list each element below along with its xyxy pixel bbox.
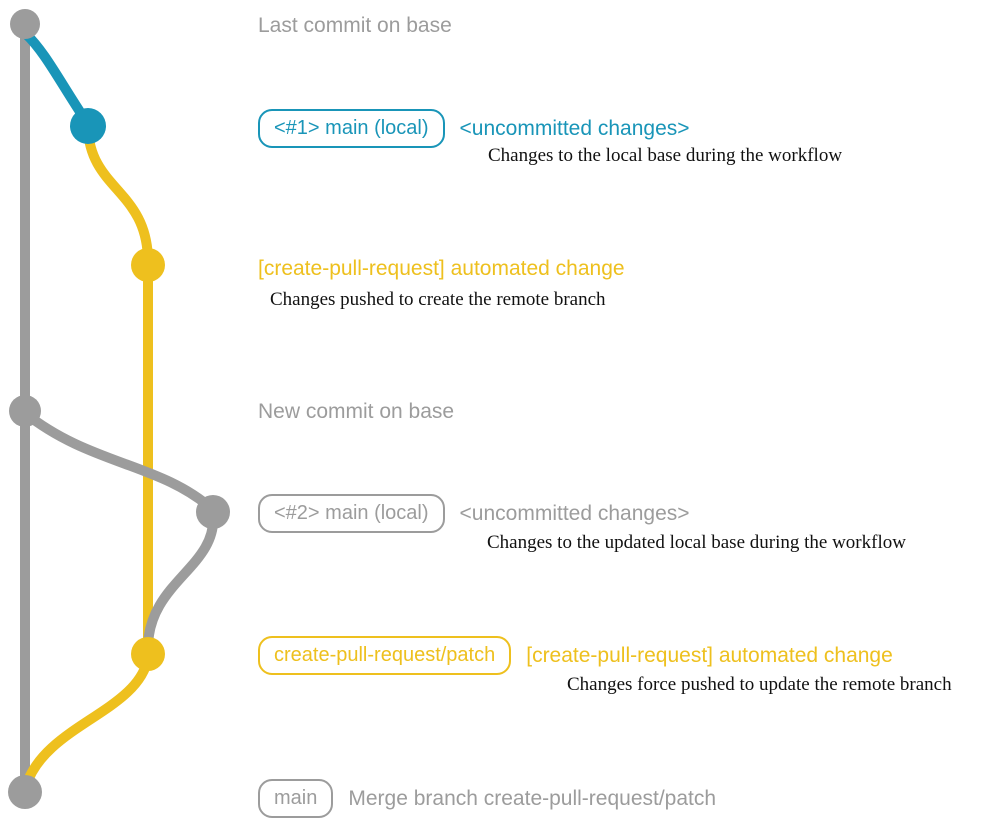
merge-commit-label: Merge branch create-pull-request/patch <box>348 787 717 810</box>
automated-change-1-label: [create-pull-request] automated change <box>258 257 625 280</box>
commit2-note: Changes to the updated local base during… <box>487 532 906 553</box>
automated-change-1-note: Changes pushed to create the remote bran… <box>270 289 606 310</box>
commit1-note: Changes to the local base during the wor… <box>488 145 843 166</box>
main-local-2-down-curve <box>143 509 219 653</box>
commit-dot-main-local-1 <box>70 108 106 144</box>
patch-branch-badge: create-pull-request/patch <box>258 636 512 675</box>
automated-change-2-label: [create-pull-request] automated change <box>526 644 893 667</box>
patch-branch-note: Changes force pushed to update the remot… <box>567 674 952 695</box>
commit-dot-main-local-2 <box>196 495 230 529</box>
commit-dot-new-commit-on-base <box>9 395 41 427</box>
main-local-1-branch-badge: <#1> main (local) <box>258 109 445 148</box>
automated-change-1-row: [create-pull-request] automated change <box>258 256 625 281</box>
commit-dot-merge <box>8 775 42 809</box>
uncommitted-changes-1-label: <uncommitted changes> <box>459 117 690 140</box>
patch-branch-row: create-pull-request/patch [create-pull-r… <box>258 636 893 675</box>
uncommitted-changes-2-label: <uncommitted changes> <box>459 502 690 525</box>
commit2-row: <#2> main (local) <uncommitted changes> <box>258 494 690 533</box>
main-local-2-branch-badge: <#2> main (local) <box>258 494 445 533</box>
main-local-curve <box>21 29 91 126</box>
patch-branch-top-curve <box>83 123 153 267</box>
commit-dot-automated-change-2 <box>131 637 165 671</box>
merge-row: main Merge branch create-pull-request/pa… <box>258 779 716 818</box>
new-commit-title: New commit on base <box>258 400 455 423</box>
last-commit-title: Last commit on base <box>258 14 452 37</box>
commit-dot-automated-change-1 <box>131 248 165 282</box>
commit-dot-last-commit-on-base <box>10 9 40 39</box>
main-branch-badge: main <box>258 779 334 818</box>
commit1-row: <#1> main (local) <uncommitted changes> <box>258 109 690 148</box>
patch-merge-curve <box>21 653 153 791</box>
main-local-2-out-curve <box>20 408 217 514</box>
git-graph <box>8 9 230 809</box>
